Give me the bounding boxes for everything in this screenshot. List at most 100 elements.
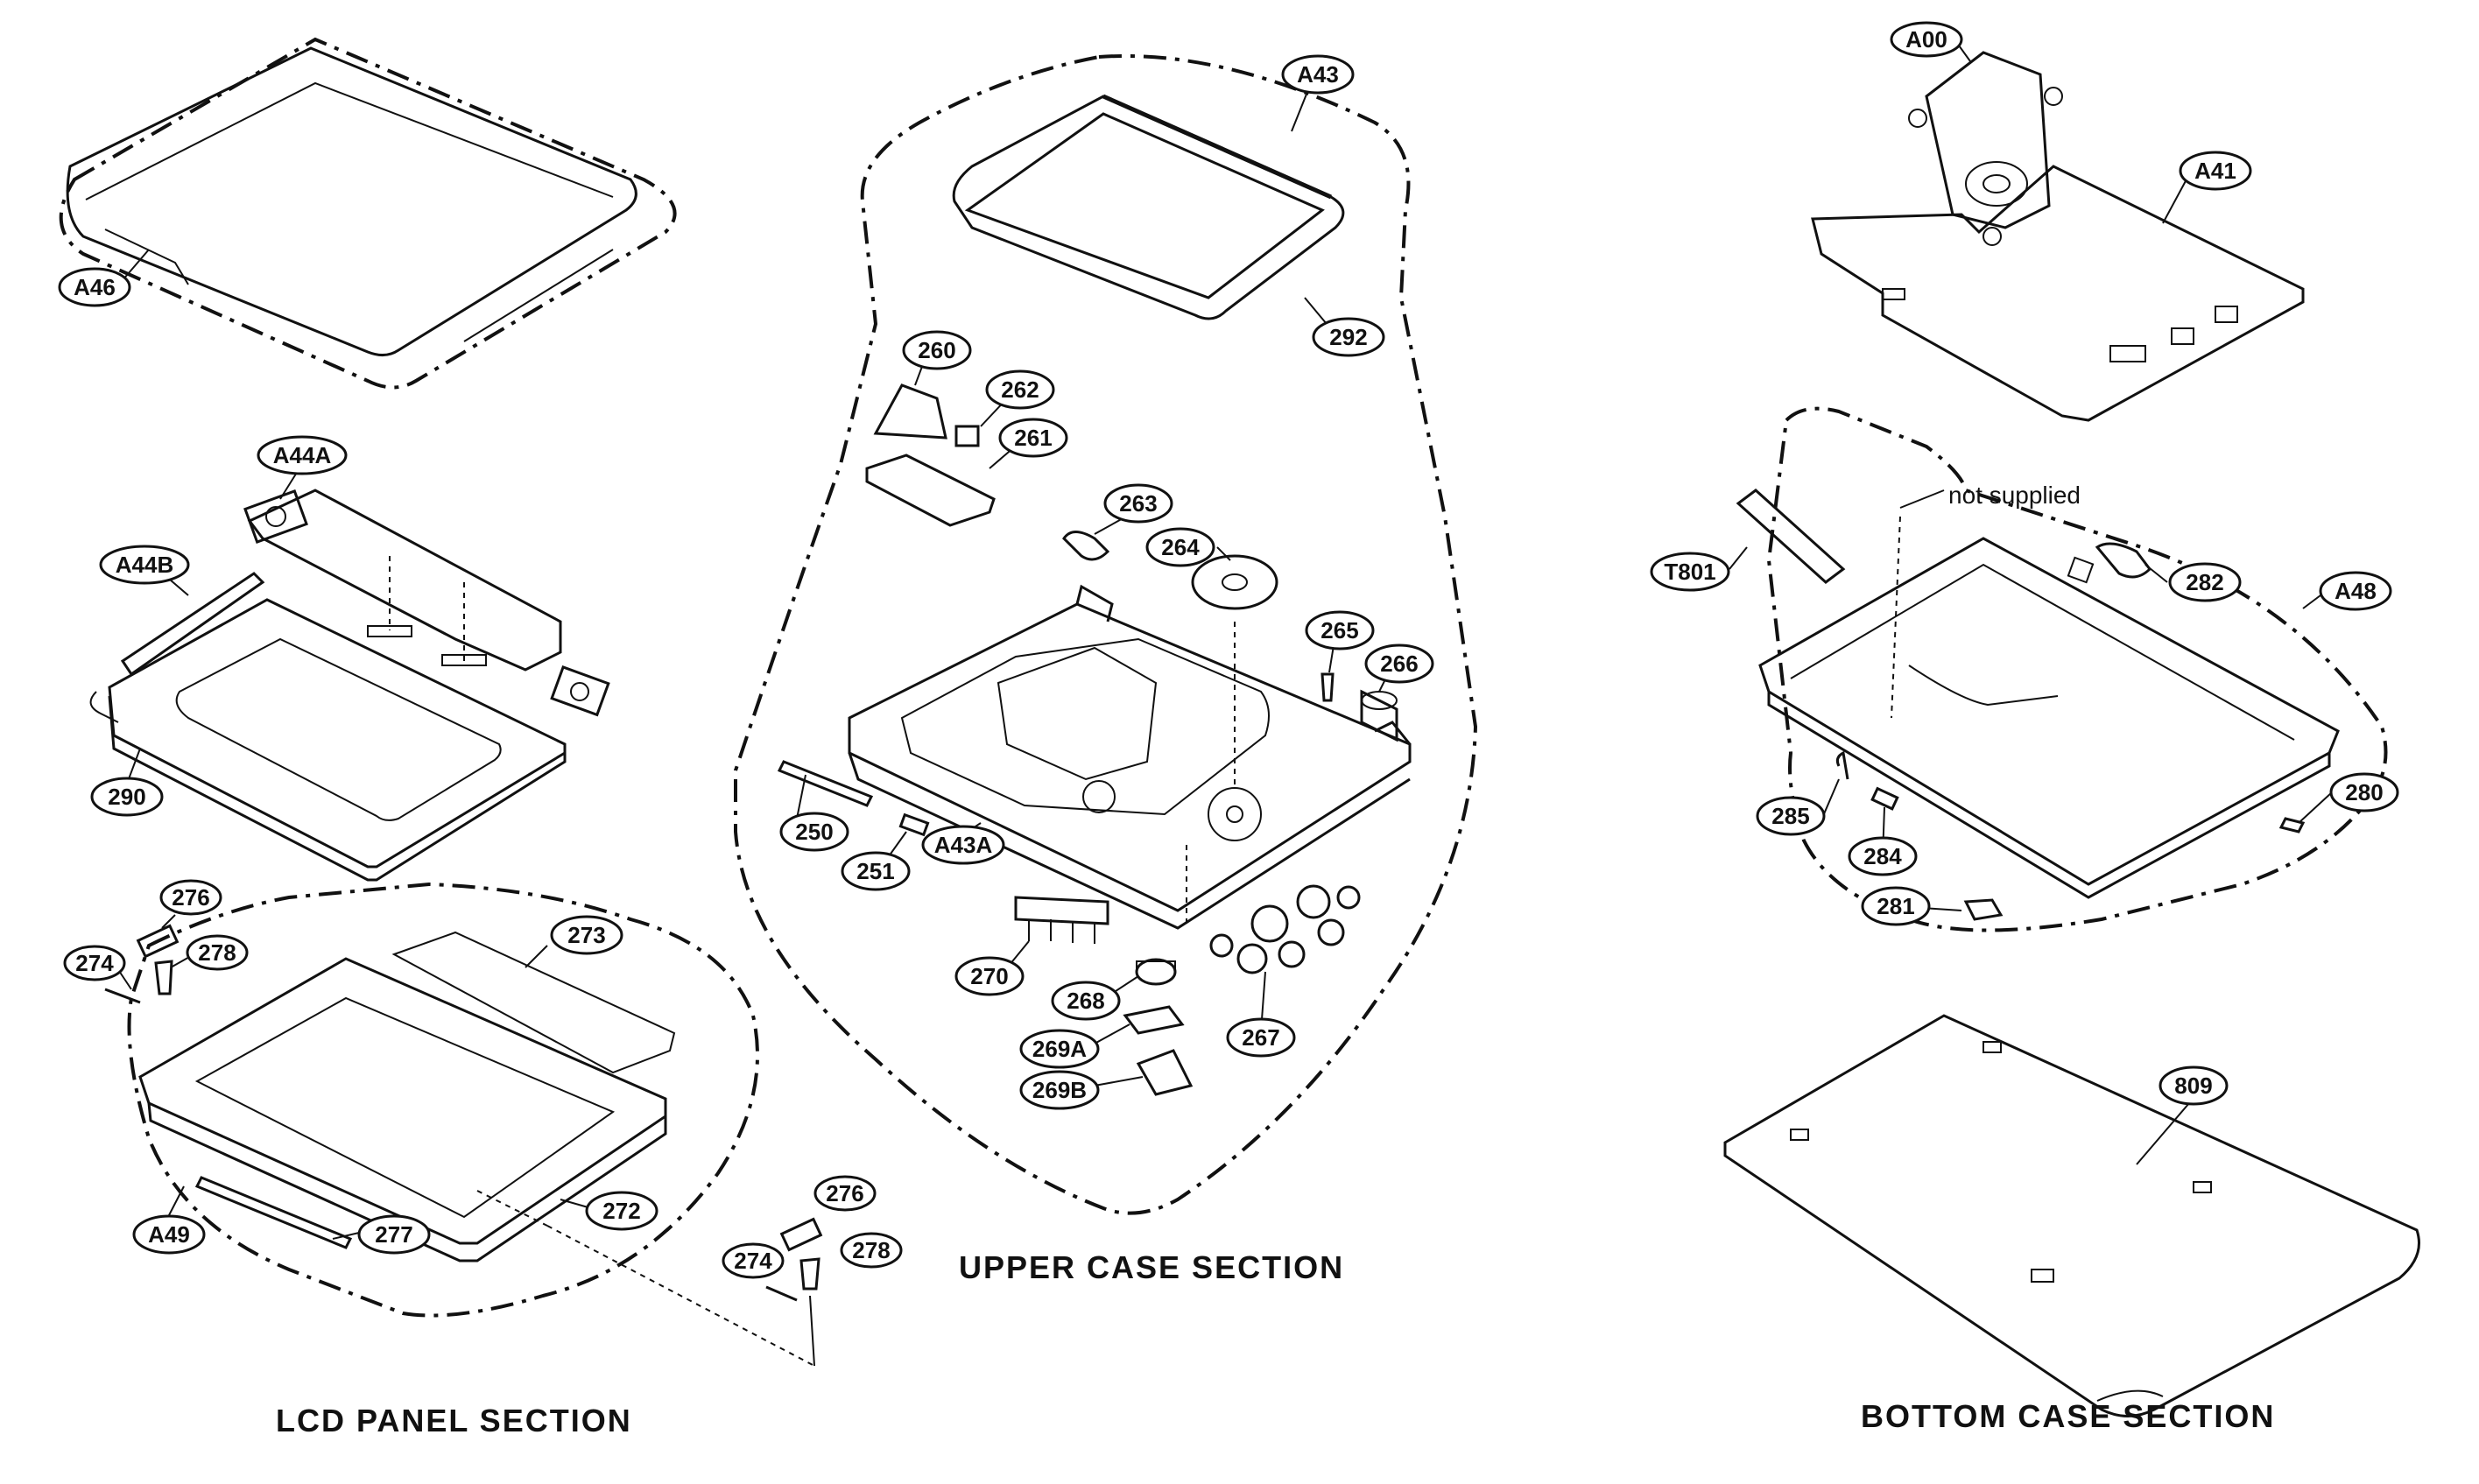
part-hinge-left bbox=[104, 924, 180, 1004]
bottom-case-section-title: BOTTOM CASE SECTION bbox=[1861, 1398, 2275, 1434]
callout-268: 268 bbox=[1051, 981, 1121, 1021]
part-a43-lid bbox=[952, 94, 1345, 320]
callout-269a: 269A bbox=[1019, 1029, 1100, 1069]
svg-text:290: 290 bbox=[108, 784, 145, 810]
callout-292: 292 bbox=[1312, 317, 1385, 357]
callout-276-left: 276 bbox=[159, 879, 222, 916]
callout-284: 284 bbox=[1848, 836, 1918, 876]
callout-274-left: 274 bbox=[63, 945, 126, 981]
callout-269b: 269B bbox=[1019, 1070, 1100, 1110]
svg-text:269A: 269A bbox=[1032, 1036, 1087, 1062]
part-268-motor bbox=[1135, 958, 1177, 986]
callout-809: 809 bbox=[2159, 1066, 2229, 1106]
svg-text:278: 278 bbox=[198, 939, 236, 966]
svg-text:270: 270 bbox=[970, 963, 1008, 989]
part-272-bezel bbox=[138, 931, 815, 1367]
svg-text:250: 250 bbox=[795, 819, 833, 845]
callout-a46: A46 bbox=[58, 267, 131, 307]
svg-text:280: 280 bbox=[2345, 779, 2383, 805]
svg-text:268: 268 bbox=[1067, 988, 1104, 1014]
svg-text:A49: A49 bbox=[148, 1221, 190, 1248]
svg-text:251: 251 bbox=[856, 858, 894, 884]
svg-text:274: 274 bbox=[75, 950, 114, 976]
part-265-screw bbox=[1320, 672, 1335, 702]
svg-text:267: 267 bbox=[1242, 1024, 1279, 1051]
svg-text:261: 261 bbox=[1014, 425, 1052, 451]
part-hinge-right bbox=[765, 1217, 823, 1367]
svg-text:809: 809 bbox=[2174, 1073, 2212, 1099]
part-250-strip bbox=[777, 760, 874, 807]
svg-text:269B: 269B bbox=[1032, 1077, 1087, 1103]
svg-text:266: 266 bbox=[1380, 651, 1418, 677]
callout-a49: A49 bbox=[132, 1214, 206, 1255]
part-t801-connector bbox=[1736, 489, 1846, 584]
part-a44a-board bbox=[243, 489, 610, 717]
svg-text:A41: A41 bbox=[2194, 158, 2236, 184]
svg-text:260: 260 bbox=[918, 337, 955, 363]
svg-text:A43A: A43A bbox=[934, 832, 993, 858]
svg-text:T801: T801 bbox=[1664, 559, 1715, 585]
part-290-lcd-panel bbox=[89, 572, 567, 882]
callout-262: 262 bbox=[985, 369, 1055, 410]
svg-text:274: 274 bbox=[734, 1248, 772, 1274]
part-upper-chassis bbox=[848, 584, 1412, 930]
callout-a41: A41 bbox=[2179, 151, 2252, 191]
svg-text:292: 292 bbox=[1329, 324, 1367, 350]
callout-a44a: A44A bbox=[257, 435, 348, 475]
svg-text:278: 278 bbox=[852, 1237, 890, 1263]
callout-a43a: A43A bbox=[921, 825, 1005, 865]
callout-277: 277 bbox=[357, 1214, 431, 1255]
lcd-panel-section-title: LCD PANEL SECTION bbox=[276, 1403, 632, 1438]
svg-text:A44A: A44A bbox=[273, 442, 332, 468]
part-251-tab bbox=[898, 812, 930, 837]
part-a41-board bbox=[1811, 165, 2305, 422]
not-supplied-note: not supplied bbox=[1948, 482, 2081, 509]
callout-265: 265 bbox=[1305, 610, 1375, 651]
callout-263: 263 bbox=[1103, 483, 1173, 524]
callout-251: 251 bbox=[841, 851, 911, 891]
callout-290: 290 bbox=[90, 777, 164, 817]
callout-a48: A48 bbox=[2319, 571, 2392, 611]
callout-a43: A43 bbox=[1281, 54, 1355, 95]
part-280-screw bbox=[2278, 817, 2306, 833]
callout-264: 264 bbox=[1145, 527, 1215, 567]
callout-261: 261 bbox=[998, 418, 1068, 458]
svg-text:A46: A46 bbox=[74, 274, 116, 300]
callout-250: 250 bbox=[779, 812, 849, 852]
callout-282: 282 bbox=[2168, 562, 2242, 602]
callout-285: 285 bbox=[1756, 796, 1826, 836]
part-269a-switch bbox=[1123, 1005, 1185, 1035]
part-267-gears bbox=[1209, 884, 1361, 974]
callout-270: 270 bbox=[954, 956, 1025, 996]
part-277-strip bbox=[194, 1176, 353, 1249]
callout-278-left: 278 bbox=[186, 934, 249, 971]
svg-text:A44B: A44B bbox=[116, 552, 173, 578]
svg-text:272: 272 bbox=[602, 1198, 640, 1224]
upper-section-boundary bbox=[734, 53, 1478, 1215]
svg-text:276: 276 bbox=[826, 1180, 863, 1206]
callout-280: 280 bbox=[2329, 772, 2399, 812]
svg-text:265: 265 bbox=[1320, 617, 1358, 644]
part-264-disc bbox=[1191, 554, 1278, 610]
svg-text:282: 282 bbox=[2186, 569, 2223, 595]
callout-267: 267 bbox=[1226, 1017, 1296, 1058]
callout-260: 260 bbox=[902, 330, 972, 370]
callout-t801: T801 bbox=[1650, 552, 1730, 592]
part-281-bracket bbox=[1963, 898, 2004, 921]
leader-lines bbox=[113, 39, 2333, 1240]
svg-text:262: 262 bbox=[1001, 376, 1039, 403]
callout-281: 281 bbox=[1861, 886, 1931, 926]
part-284-clip bbox=[1870, 786, 1899, 811]
part-263-roller bbox=[1062, 531, 1110, 561]
svg-text:285: 285 bbox=[1771, 803, 1809, 829]
svg-text:A43: A43 bbox=[1297, 61, 1339, 88]
callout-a44b: A44B bbox=[99, 545, 190, 585]
callout-a00: A00 bbox=[1890, 21, 1963, 58]
callout-273: 273 bbox=[550, 915, 623, 955]
svg-text:281: 281 bbox=[1877, 893, 1914, 919]
part-270-buttons bbox=[1014, 896, 1109, 944]
part-260-bracket bbox=[865, 383, 996, 527]
part-285-spring bbox=[1835, 750, 1849, 780]
svg-text:264: 264 bbox=[1161, 534, 1200, 560]
